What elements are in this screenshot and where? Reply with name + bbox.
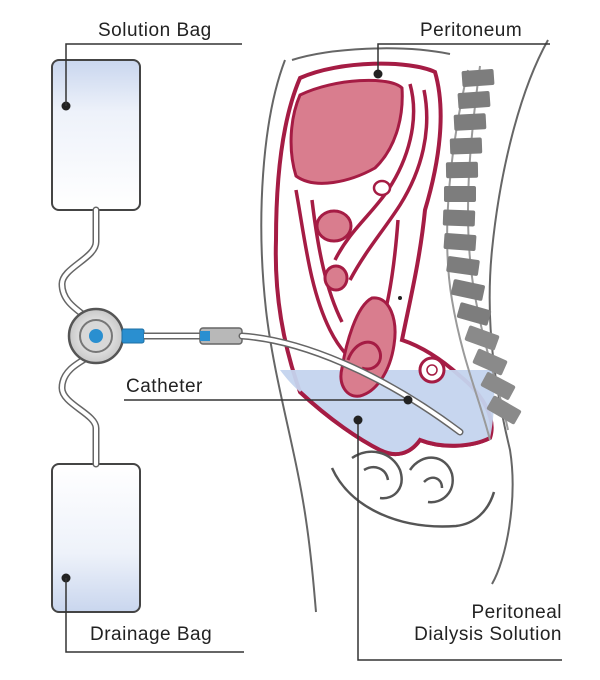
vertebra-block xyxy=(472,348,508,376)
pds-label-line2: Dialysis Solution xyxy=(414,624,562,645)
leader-lines xyxy=(65,43,562,661)
vertebra-block xyxy=(486,395,522,425)
bowel-loop-3 xyxy=(372,179,392,197)
ovary-loop xyxy=(418,356,446,384)
vertebrae xyxy=(442,69,522,425)
vertebra-block xyxy=(456,302,492,326)
vertebra-block xyxy=(443,233,477,251)
catheter-tube xyxy=(144,327,464,436)
vertebra-block xyxy=(453,113,487,131)
dialysis-solution-region xyxy=(280,370,495,455)
leader-peritoneum xyxy=(377,43,550,74)
bowel-loop-1 xyxy=(315,209,353,243)
vertebra-block xyxy=(446,256,480,276)
vertebra-block xyxy=(461,69,495,87)
bowel-loop-2 xyxy=(323,264,349,292)
vertebra-block xyxy=(480,372,516,400)
leader-pds xyxy=(357,420,562,661)
drainage-bag-label: Drainage Bag xyxy=(90,624,213,645)
peritoneum-label: Peritoneum xyxy=(420,20,523,41)
solution-bag xyxy=(51,59,141,211)
transfer-connector xyxy=(67,307,145,365)
solution-bag-label: Solution Bag xyxy=(98,20,212,41)
leader-drainage-bag xyxy=(65,578,244,653)
vertebra-block xyxy=(444,186,476,202)
vertebra-block xyxy=(445,161,479,179)
leader-solution-bag xyxy=(65,43,242,106)
pds-label-line1: Peritoneal xyxy=(471,602,562,623)
vertebra-block xyxy=(449,137,483,155)
liver-organ xyxy=(289,78,404,185)
lower-bowel xyxy=(346,340,382,371)
vertebra-block xyxy=(442,209,476,227)
pelvic-floor xyxy=(330,450,496,528)
vertebra-block xyxy=(451,279,485,301)
vertebra-block xyxy=(457,91,491,109)
vertebra-block xyxy=(464,325,500,351)
peritoneal-dialysis-solution-label: Peritoneal Dialysis Solution xyxy=(370,602,562,646)
drainage-bag xyxy=(51,463,141,613)
catheter-label: Catheter xyxy=(126,376,203,397)
